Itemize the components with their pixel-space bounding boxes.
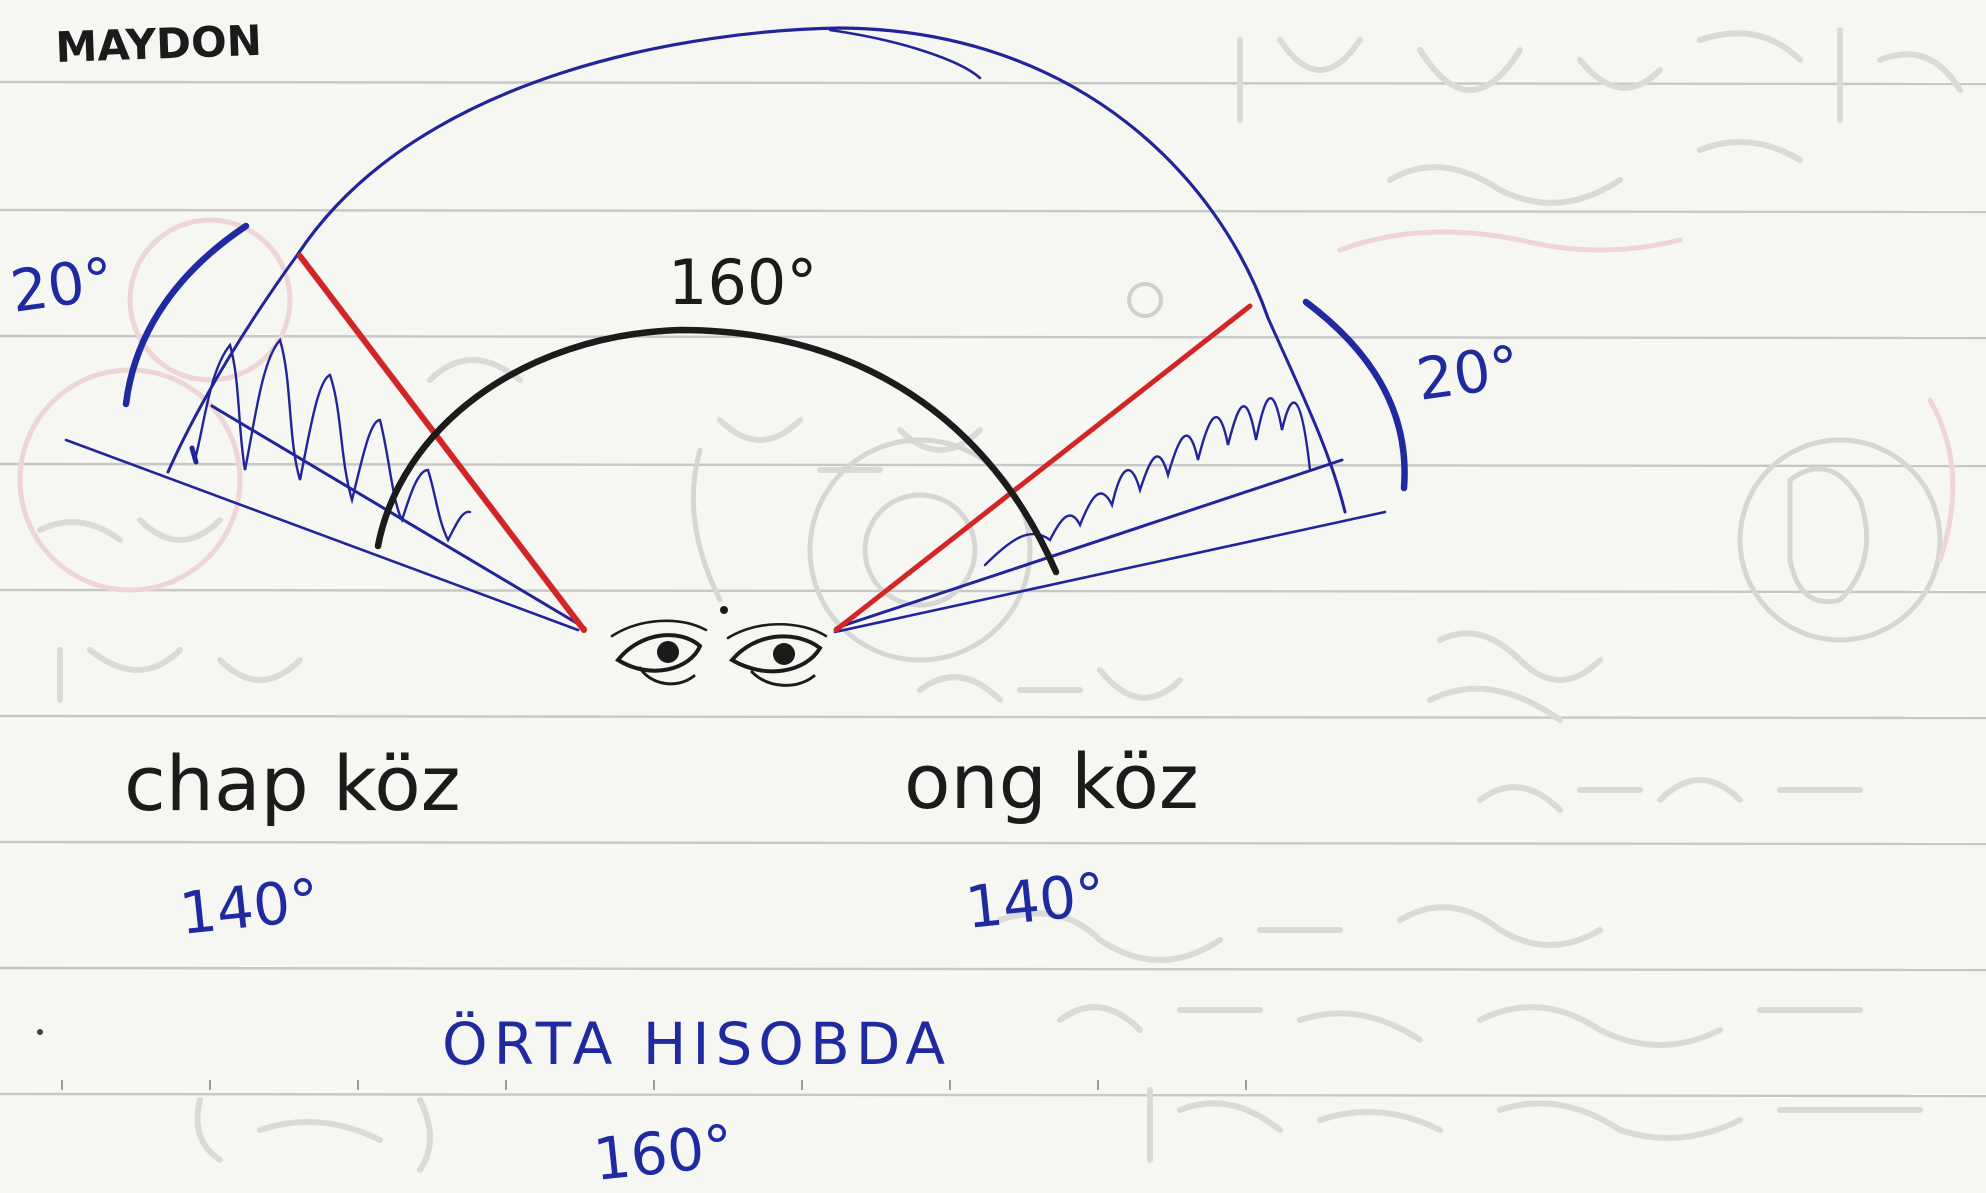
nose-dot	[720, 606, 728, 614]
left-side-bracket-arc	[122, 222, 250, 408]
inner-binocular-arc	[374, 326, 1060, 576]
ruled-line	[0, 840, 1986, 846]
left-side-angle-label: 20°	[6, 244, 117, 326]
ruled-lines	[0, 80, 1986, 1098]
right-eye-angle-label: 140°	[962, 860, 1108, 942]
ink-dot	[37, 1029, 43, 1035]
left-eye-icon	[610, 619, 708, 686]
outer-field-arc	[296, 26, 1270, 320]
right-wedge-outer-edge	[1266, 316, 1347, 514]
left-wedge-hatching	[193, 337, 472, 543]
left-field-wedge	[64, 252, 587, 632]
ruled-line	[0, 1092, 1986, 1098]
right-red-boundary-line	[833, 303, 1253, 633]
ruled-line	[0, 80, 1986, 86]
ruled-line	[0, 334, 1986, 340]
eyes	[610, 606, 828, 687]
right-side-bracket-arc	[1302, 298, 1408, 492]
ruler-ticks	[61, 1080, 1247, 1090]
left-wedge-lower-ray	[64, 438, 580, 632]
right-field-wedge	[833, 316, 1387, 634]
ink-dot	[1127, 282, 1163, 318]
outer-field-arc-overstroke	[828, 28, 982, 80]
left-wedge-mid-ray	[210, 404, 587, 630]
corner-label: MAYDON	[55, 16, 263, 72]
right-eye-label: ong köz	[904, 737, 1199, 826]
ruled-line	[0, 588, 1986, 594]
left-wedge-outer-edge	[166, 252, 300, 474]
left-eye-label: chap köz	[124, 739, 461, 828]
right-eye-icon	[726, 622, 828, 687]
ruled-line	[0, 714, 1986, 720]
middle-angle-label: 160°	[590, 1112, 736, 1193]
left-wedge-tick	[189, 445, 199, 465]
ruled-line	[0, 966, 1986, 972]
ruled-line	[0, 208, 1986, 214]
right-side-angle-label: 20°	[1412, 332, 1523, 414]
right-wedge-lower-ray	[833, 510, 1387, 634]
right-wedge-hatching	[983, 397, 1312, 567]
left-red-boundary-line	[297, 253, 587, 633]
right-wedge-mid-ray	[834, 458, 1344, 630]
reverse-side-bleed-through	[17, 27, 1963, 1173]
top-angle-label: 160°	[668, 246, 817, 319]
middle-label: ÖRTA HISOBDA	[442, 1010, 951, 1078]
left-eye-angle-label: 140°	[176, 866, 322, 948]
